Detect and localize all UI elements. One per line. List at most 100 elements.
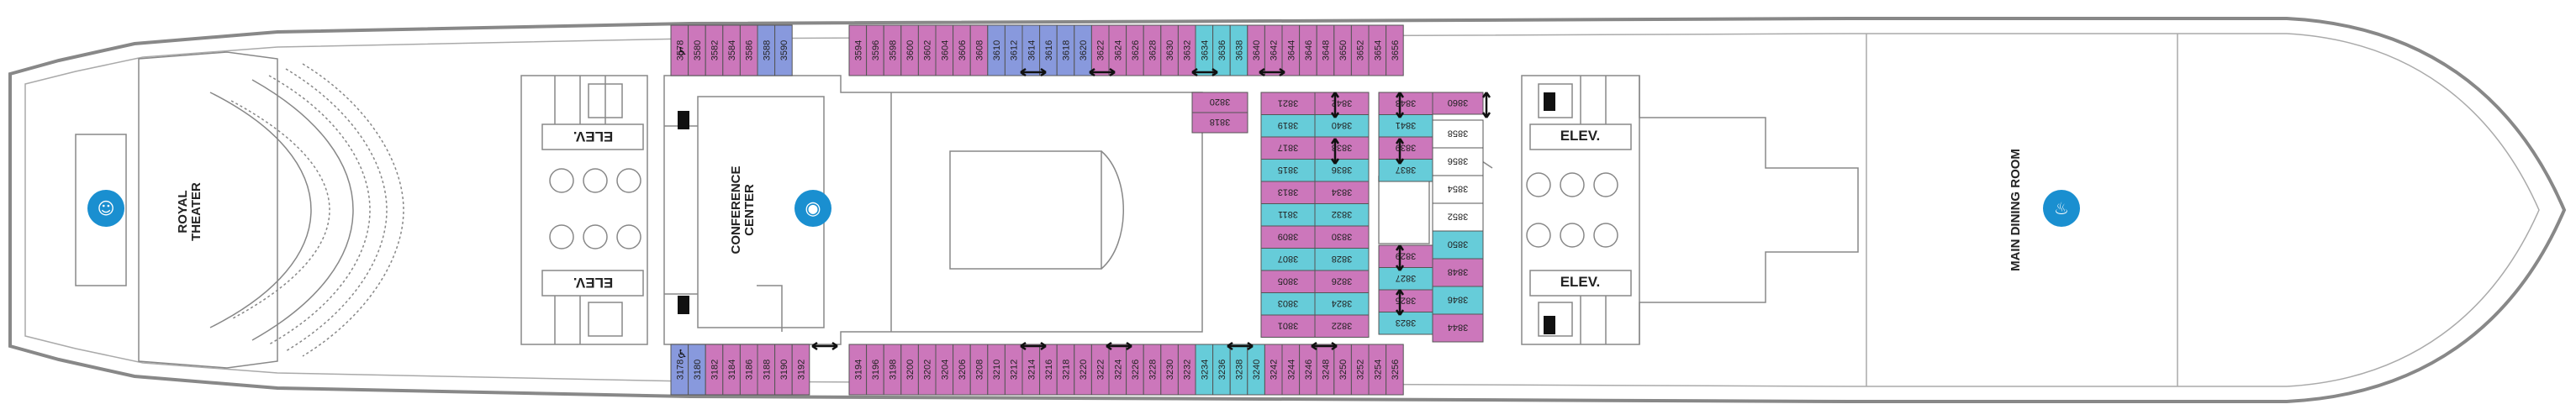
cabin-3848[interactable]: 3848 xyxy=(1432,258,1484,287)
cabin-3640[interactable]: 3640 xyxy=(1247,24,1265,76)
cabin-3590[interactable]: 3590 xyxy=(774,24,793,76)
cabin-3826[interactable]: 3826 xyxy=(1314,270,1370,293)
cabin-3178[interactable]: 3178 xyxy=(670,344,689,396)
cabin-3841[interactable]: 3841 xyxy=(1378,114,1433,138)
cabin-3588[interactable]: 3588 xyxy=(757,24,776,76)
cabin-3582[interactable]: 3582 xyxy=(705,24,724,76)
cabin-3630[interactable]: 3630 xyxy=(1160,24,1179,76)
cabin-3642[interactable]: 3642 xyxy=(1264,24,1283,76)
cabin-3850[interactable]: 3850 xyxy=(1432,230,1484,260)
cabin-3236[interactable]: 3236 xyxy=(1212,344,1231,396)
cabin-3220[interactable]: 3220 xyxy=(1074,344,1092,396)
cabin-3822[interactable]: 3822 xyxy=(1314,314,1370,338)
cabin-3844[interactable]: 3844 xyxy=(1432,313,1484,343)
cabin-3834[interactable]: 3834 xyxy=(1314,181,1370,204)
cabin-3212[interactable]: 3212 xyxy=(1004,344,1023,396)
cabin-3823[interactable]: 3823 xyxy=(1378,312,1433,335)
cabin-3825[interactable]: 3825 xyxy=(1378,289,1433,312)
cabin-3256[interactable]: 3256 xyxy=(1386,344,1404,396)
cabin-3224[interactable]: 3224 xyxy=(1108,344,1127,396)
cabin-3824[interactable]: 3824 xyxy=(1314,292,1370,316)
cabin-3846[interactable]: 3846 xyxy=(1432,286,1484,315)
cabin-3204[interactable]: 3204 xyxy=(935,344,954,396)
cabin-3827[interactable]: 3827 xyxy=(1378,267,1433,291)
cabin-3216[interactable]: 3216 xyxy=(1039,344,1058,396)
cabin-3801[interactable]: 3801 xyxy=(1260,314,1316,338)
cabin-3600[interactable]: 3600 xyxy=(900,24,919,76)
cabin-3226[interactable]: 3226 xyxy=(1126,344,1144,396)
cabin-3840[interactable]: 3840 xyxy=(1314,114,1370,138)
cabin-3838[interactable]: 3838 xyxy=(1314,136,1370,160)
cabin-3817[interactable]: 3817 xyxy=(1260,136,1316,160)
cabin-3654[interactable]: 3654 xyxy=(1368,24,1387,76)
cabin-3622[interactable]: 3622 xyxy=(1090,24,1110,76)
cabin-3250[interactable]: 3250 xyxy=(1333,344,1352,396)
cabin-3807[interactable]: 3807 xyxy=(1260,248,1316,271)
cabin-3650[interactable]: 3650 xyxy=(1333,24,1352,76)
cabin-3206[interactable]: 3206 xyxy=(953,344,971,396)
cabin-3839[interactable]: 3839 xyxy=(1378,136,1433,160)
cabin-3618[interactable]: 3618 xyxy=(1056,24,1075,76)
cabin-3184[interactable]: 3184 xyxy=(722,344,741,396)
cabin-3606[interactable]: 3606 xyxy=(953,24,971,76)
cabin-3210[interactable]: 3210 xyxy=(987,344,1006,396)
cabin-3194[interactable]: 3194 xyxy=(848,344,868,396)
cabin-3612[interactable]: 3612 xyxy=(1004,24,1023,76)
cabin-3596[interactable]: 3596 xyxy=(866,24,884,76)
cabin-3608[interactable]: 3608 xyxy=(969,24,989,76)
cabin-3636[interactable]: 3636 xyxy=(1212,24,1231,76)
cabin-3244[interactable]: 3244 xyxy=(1281,344,1301,396)
cabin-3852[interactable]: 3852 xyxy=(1432,202,1484,232)
cabin-3610[interactable]: 3610 xyxy=(987,24,1006,76)
cabin-3828[interactable]: 3828 xyxy=(1314,248,1370,271)
cabin-3632[interactable]: 3632 xyxy=(1177,24,1196,76)
cabin-3252[interactable]: 3252 xyxy=(1350,344,1370,396)
cabin-3837[interactable]: 3837 xyxy=(1378,159,1433,182)
cabin-3616[interactable]: 3616 xyxy=(1039,24,1058,76)
cabin-3820[interactable]: 3820 xyxy=(1191,92,1248,113)
cabin-3843[interactable]: 3843 xyxy=(1378,92,1433,115)
cabin-3854[interactable]: 3854 xyxy=(1432,175,1484,204)
cabin-3230[interactable]: 3230 xyxy=(1160,344,1179,396)
cabin-3180[interactable]: 3180 xyxy=(688,344,706,396)
cabin-3856[interactable]: 3856 xyxy=(1432,147,1484,176)
cabin-3803[interactable]: 3803 xyxy=(1260,292,1316,316)
cabin-3584[interactable]: 3584 xyxy=(722,24,741,76)
cabin-3634[interactable]: 3634 xyxy=(1195,24,1214,76)
cabin-3811[interactable]: 3811 xyxy=(1260,203,1316,227)
cabin-3248[interactable]: 3248 xyxy=(1316,344,1335,396)
cabin-3626[interactable]: 3626 xyxy=(1126,24,1144,76)
cabin-3656[interactable]: 3656 xyxy=(1386,24,1404,76)
cabin-3842[interactable]: 3842 xyxy=(1314,92,1370,115)
cabin-3646[interactable]: 3646 xyxy=(1299,24,1317,76)
cabin-3628[interactable]: 3628 xyxy=(1143,24,1162,76)
cabin-3182[interactable]: 3182 xyxy=(705,344,724,396)
cabin-3202[interactable]: 3202 xyxy=(917,344,937,396)
cabin-3192[interactable]: 3192 xyxy=(791,344,810,396)
cabin-3829[interactable]: 3829 xyxy=(1378,244,1433,268)
cabin-3232[interactable]: 3232 xyxy=(1177,344,1196,396)
cabin-3830[interactable]: 3830 xyxy=(1314,225,1370,249)
cabin-3218[interactable]: 3218 xyxy=(1056,344,1075,396)
cabin-3614[interactable]: 3614 xyxy=(1021,24,1041,76)
cabin-3813[interactable]: 3813 xyxy=(1260,181,1316,204)
cabin-3652[interactable]: 3652 xyxy=(1350,24,1370,76)
cabin-3246[interactable]: 3246 xyxy=(1299,344,1317,396)
cabin-3604[interactable]: 3604 xyxy=(935,24,954,76)
cabin-3238[interactable]: 3238 xyxy=(1229,344,1248,396)
cabin-3254[interactable]: 3254 xyxy=(1368,344,1387,396)
cabin-3586[interactable]: 3586 xyxy=(739,24,758,76)
cabin-3598[interactable]: 3598 xyxy=(883,24,902,76)
cabin-3602[interactable]: 3602 xyxy=(917,24,937,76)
cabin-3644[interactable]: 3644 xyxy=(1281,24,1301,76)
cabin-3200[interactable]: 3200 xyxy=(900,344,919,396)
cabin-3242[interactable]: 3242 xyxy=(1264,344,1283,396)
cabin-3818[interactable]: 3818 xyxy=(1191,112,1248,134)
cabin-3208[interactable]: 3208 xyxy=(969,344,989,396)
cabin-3188[interactable]: 3188 xyxy=(757,344,776,396)
cabin-3836[interactable]: 3836 xyxy=(1314,159,1370,182)
cabin-3196[interactable]: 3196 xyxy=(866,344,884,396)
cabin-3809[interactable]: 3809 xyxy=(1260,225,1316,249)
cabin-3805[interactable]: 3805 xyxy=(1260,270,1316,293)
cabin-3214[interactable]: 3214 xyxy=(1021,344,1041,396)
